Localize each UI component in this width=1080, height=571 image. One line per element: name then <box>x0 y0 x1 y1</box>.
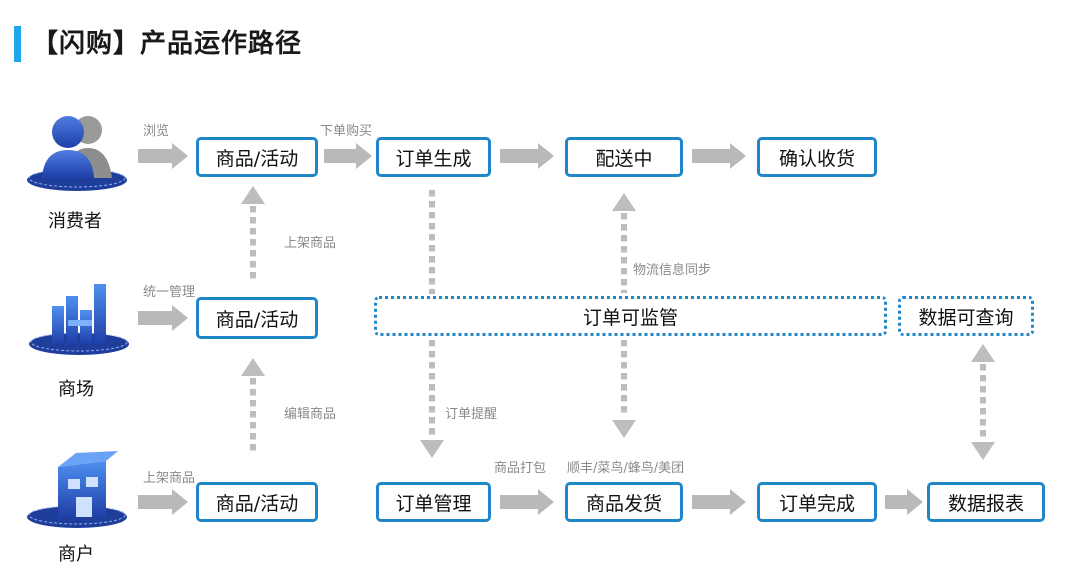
arrow-browse <box>138 143 188 169</box>
mall-goods-node[interactable]: 商品/活动 <box>196 297 318 339</box>
arrow-up-to-mall-goods <box>241 358 265 376</box>
list-goods-label: 上架商品 <box>143 471 196 486</box>
consumer-label: 消费者 <box>48 211 102 232</box>
arrow-up-to-delivering <box>612 193 636 211</box>
receipt-confirmed-node[interactable]: 确认收货 <box>757 137 877 177</box>
order-complete-node[interactable]: 订单完成 <box>757 482 877 522</box>
dashed-mall-to-consumer <box>250 206 256 280</box>
merchant-icon <box>27 451 127 528</box>
arrow-unified-manage <box>138 305 188 331</box>
mall-label: 商场 <box>58 379 94 400</box>
dashed-order-created-to-supervise <box>429 190 435 294</box>
list-goods-vertical-label: 上架商品 <box>284 236 337 251</box>
order-created-node[interactable]: 订单生成 <box>376 137 491 177</box>
title-accent-bar <box>14 26 21 62</box>
goods-shipped-node[interactable]: 商品发货 <box>565 482 683 522</box>
arrow-down-to-data-report <box>971 442 995 460</box>
order-supervise-node[interactable]: 订单可监管 <box>374 296 887 336</box>
order-reminder-label: 订单提醒 <box>445 407 498 422</box>
browse-label: 浏览 <box>143 124 170 139</box>
merchant-goods-node[interactable]: 商品/活动 <box>196 482 318 522</box>
dashed-delivering-to-supervise <box>621 213 627 293</box>
arrow-list-goods <box>138 489 188 515</box>
mall-icon <box>29 284 129 355</box>
arrow-up-to-data-query <box>971 344 995 362</box>
arrow-to-received <box>692 143 746 169</box>
place-order-label: 下单购买 <box>320 124 373 139</box>
logistics-sync-label: 物流信息同步 <box>633 263 712 278</box>
unified-manage-label: 统一管理 <box>143 285 196 300</box>
arrow-place-order <box>324 143 372 169</box>
edit-goods-label: 编辑商品 <box>284 407 337 422</box>
dashed-supervise-to-shipped <box>621 340 627 415</box>
dashed-supervise-to-order-manage <box>429 340 435 436</box>
arrow-to-report <box>885 489 923 515</box>
dashed-query-to-report <box>980 364 986 440</box>
arrow-to-ship <box>500 489 554 515</box>
consumer-goods-node[interactable]: 商品/活动 <box>196 137 318 177</box>
dashed-merchant-to-mall <box>250 378 256 454</box>
arrow-down-to-order-manage <box>420 440 444 458</box>
page-title: 【闪购】产品运作路径 <box>32 29 303 59</box>
data-report-node[interactable]: 数据报表 <box>927 482 1045 522</box>
order-manage-node[interactable]: 订单管理 <box>376 482 491 522</box>
consumer-icon <box>27 116 127 191</box>
data-query-node[interactable]: 数据可查询 <box>898 296 1034 336</box>
merchant-label: 商户 <box>58 544 94 565</box>
arrow-to-complete <box>692 489 746 515</box>
arrow-down-to-shipped <box>612 420 636 438</box>
delivering-node[interactable]: 配送中 <box>565 137 683 177</box>
pack-label: 商品打包 <box>494 461 547 476</box>
arrow-up-to-consumer-goods <box>241 186 265 204</box>
arrow-to-delivering <box>500 143 554 169</box>
couriers-label: 顺丰/菜鸟/蜂鸟/美团 <box>567 461 685 476</box>
